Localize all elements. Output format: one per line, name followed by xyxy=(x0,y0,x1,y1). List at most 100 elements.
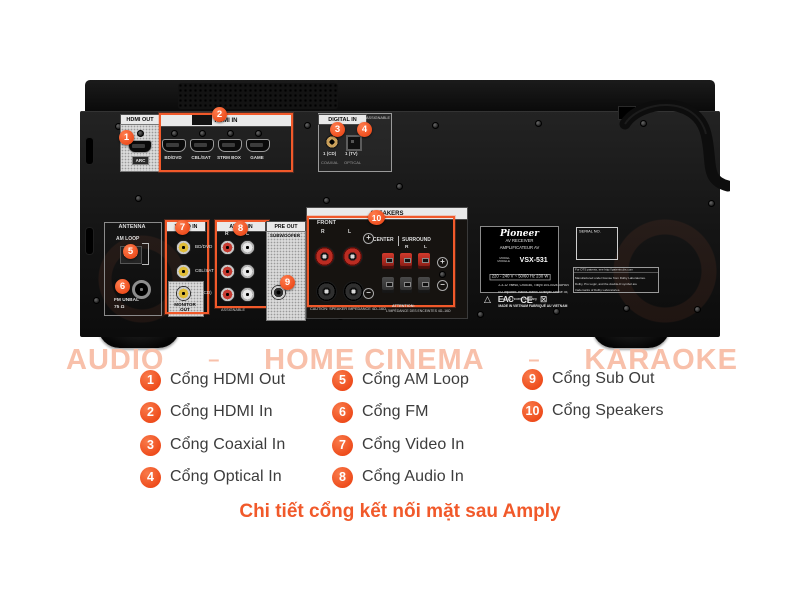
callout-2: 2 xyxy=(212,107,227,122)
legend-badge-6: 6 xyxy=(332,401,353,423)
subwoofer-label: SUBWOOFER xyxy=(269,233,301,238)
speaker-clip xyxy=(400,277,412,293)
callout-7: 7 xyxy=(175,220,190,235)
legend-item-5: 5 Cổng AM Loop xyxy=(332,369,469,391)
front-r-binding-post-neg xyxy=(316,281,337,302)
hdmi-port-label: STRM BOX xyxy=(217,155,241,160)
front-r-label: R xyxy=(321,229,325,235)
coaxial-num-label: 1 (CD) xyxy=(323,151,337,156)
made-in-line: MADE IN VIETNAM FABRIQUÉ AU VIETNAM xyxy=(498,305,568,309)
hdmi-port-label: GAME xyxy=(250,155,264,160)
ce-mark: CE xyxy=(520,294,533,305)
audio-r-jack xyxy=(220,287,235,302)
screw xyxy=(396,183,403,190)
legend-label-5: Cổng AM Loop xyxy=(362,371,470,388)
speaker-clip xyxy=(400,253,412,269)
audio-l-jack xyxy=(240,240,255,255)
legend-label-3: Cổng Coaxial In xyxy=(170,436,286,453)
surround-label: SURROUND xyxy=(402,237,431,243)
speaker-clip xyxy=(418,253,430,269)
legend-label-4: Cổng Optical In xyxy=(170,468,282,485)
surround-r-label: R xyxy=(405,245,409,250)
legend-item-3: 3 Cổng Coaxial In xyxy=(140,434,285,456)
screw xyxy=(477,311,484,318)
screw xyxy=(432,122,439,129)
digital-in-area xyxy=(318,113,392,172)
pioneer-logo: Pioneer xyxy=(500,229,539,239)
antenna-area xyxy=(104,222,162,316)
screw xyxy=(199,130,206,137)
legend-badge-10: 10 xyxy=(522,400,543,422)
weee-bin-icon: ⊠ xyxy=(539,294,548,304)
surround-l-label: L xyxy=(424,245,427,250)
recycle-mark-icon: △ xyxy=(484,294,491,304)
hdmi-out-port xyxy=(128,140,152,153)
serial-label: SERIAL NO. xyxy=(579,230,601,234)
eac-mark: EAC xyxy=(497,295,514,304)
audio-r-label: R xyxy=(225,231,229,237)
legend-label-9: Cổng Sub Out xyxy=(552,370,655,387)
attention-text: ATTENTION: xyxy=(392,304,415,308)
screw xyxy=(553,308,560,315)
screw xyxy=(255,130,262,137)
screw xyxy=(227,130,234,137)
certification-marks: △ EAC CE ⊠ xyxy=(484,294,559,305)
power-rating: 220 - 240 V ~ 50/60 Hz 230 W xyxy=(489,274,550,281)
front-l-binding-post xyxy=(342,246,363,267)
legend-label-2: Cổng HDMI In xyxy=(170,403,273,420)
legend-badge-9: 9 xyxy=(522,368,543,390)
speakers-highlight xyxy=(307,216,455,307)
legend-item-10: 10 Cổng Speakers xyxy=(522,400,664,422)
serial-box: SERIAL NO. xyxy=(576,227,618,260)
video-bddvd-jack xyxy=(176,240,191,255)
speaker-clip xyxy=(382,277,394,293)
importer-line2: 41471 Hilden, Germany xyxy=(502,298,537,302)
row-bddvd-label: BD/DVD xyxy=(195,244,213,249)
legend-badge-7: 7 xyxy=(332,434,353,456)
legend-item-6: 6 Cổng FM xyxy=(332,401,429,423)
audio-r-jack xyxy=(220,264,235,279)
panel-slot xyxy=(86,228,93,254)
screw xyxy=(137,130,144,137)
legend-label-8: Cổng Audio In xyxy=(362,468,464,485)
address-line: 2-3-12 Yaesu, Chuo-ku, Tokyo 104-0028 JA… xyxy=(498,284,569,288)
row-cd-label: (CD) xyxy=(202,290,212,295)
hdmi-in-notch xyxy=(192,113,212,125)
optical-in-port xyxy=(346,135,362,151)
legend-item-8: 8 Cổng Audio In xyxy=(332,466,464,488)
hdmi-port-label: CBL/SAT xyxy=(191,155,211,160)
row-cblsat-label: CBL/SAT xyxy=(195,268,214,273)
fm-unbal-label: FM UNBAL xyxy=(114,298,140,303)
hdmi-in-port-strmbox xyxy=(218,139,242,152)
screw xyxy=(623,305,630,312)
front-l-binding-post-neg xyxy=(343,281,364,302)
dolby-line3: trademarks of Dolby Laboratories. xyxy=(575,289,621,292)
plus-mark: + xyxy=(437,257,448,268)
callout-10: 10 xyxy=(368,210,385,225)
fm-75ohm-label: 75 Ω xyxy=(114,305,125,310)
audio-l-label: L xyxy=(246,231,250,237)
callout-6: 6 xyxy=(115,279,130,294)
front-label: FRONT xyxy=(317,220,336,226)
legend-item-7: 7 Cổng Video In xyxy=(332,434,464,456)
coaxial-label: COAXIAL xyxy=(321,160,339,165)
monitor-out-jack xyxy=(176,286,191,301)
callout-9: 9 xyxy=(280,275,295,290)
divider xyxy=(398,236,399,246)
screw xyxy=(93,297,100,304)
hdmi-port-label: BD/DVD xyxy=(164,155,182,160)
am-bracket xyxy=(142,243,149,265)
screw xyxy=(708,200,715,207)
callout-1: 1 xyxy=(119,130,134,145)
legend-badge-3: 3 xyxy=(140,434,161,456)
callout-3: 3 xyxy=(330,122,345,137)
legend-item-2: 2 Cổng HDMI In xyxy=(140,401,273,423)
legend-badge-8: 8 xyxy=(332,466,353,488)
audio-assignable-label: ASSIGNABLE xyxy=(221,308,246,312)
coaxial-in-port xyxy=(325,135,339,149)
nameplate-sub2: AMPLIFICATEUR AV xyxy=(499,246,540,251)
speaker-clip xyxy=(418,277,430,293)
panel-slot xyxy=(86,138,93,164)
